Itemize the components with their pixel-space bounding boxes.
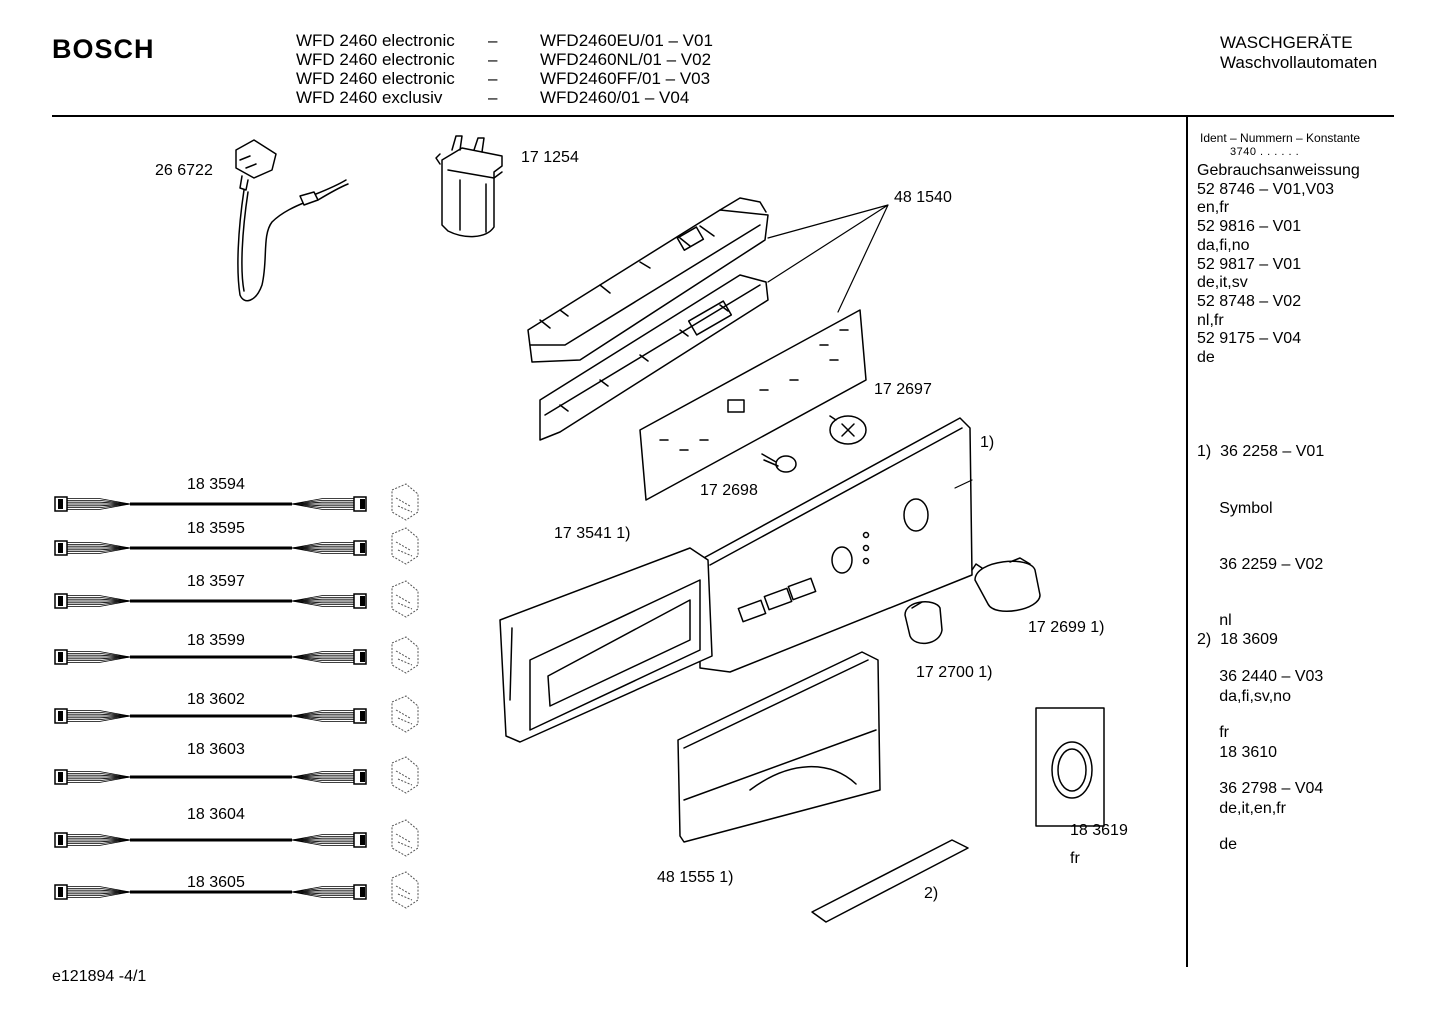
- label-strip-drawing: [811, 839, 969, 923]
- manual-line: en,fr: [1197, 199, 1230, 217]
- model-dashes: – – – –: [488, 31, 497, 107]
- brand-logo: BOSCH: [52, 34, 155, 64]
- harness-label: 18 3603: [187, 741, 245, 758]
- model-dash: –: [488, 88, 498, 107]
- note1-line: fr: [1197, 723, 1229, 741]
- note2-list: 2) 18 3609 da,fi,sv,no 18 3610 de,it,en,…: [1197, 594, 1291, 837]
- note2-line: 18 3610: [1197, 743, 1278, 761]
- drawer-handle-drawing: [677, 651, 881, 843]
- harness-label: 18 3599: [187, 632, 245, 649]
- harness-label: 18 3597: [187, 573, 245, 590]
- model-name: WFD 2460 electronic: [296, 31, 455, 50]
- harness-label: 18 3602: [187, 691, 245, 708]
- model-code: WFD2460/01 – V04: [540, 88, 690, 107]
- note2-line: de,it,en,fr: [1197, 799, 1286, 817]
- note1-list: 1) 36 2258 – V01 Symbol 36 2259 – V02 nl…: [1197, 406, 1324, 874]
- harness-cable: [54, 580, 419, 618]
- part-label-suppressor: 17 1254: [521, 149, 579, 166]
- header-divider: [52, 115, 1394, 117]
- model-code: WFD2460NL/01 – V02: [540, 50, 712, 69]
- manual-line: da,fi,no: [1197, 236, 1250, 254]
- knob-small-drawing: [829, 415, 867, 445]
- ident-title: Ident – Nummern – Konstante: [1200, 131, 1361, 145]
- page-footer: e121894 -4/1: [52, 968, 147, 985]
- part-label-panel-frame: 17 3541 1): [554, 525, 631, 542]
- suppressor-drawing: [435, 135, 503, 238]
- model-dash: –: [488, 31, 498, 50]
- model-codes: WFD2460EU/01 – V01 WFD2460NL/01 – V02 WF…: [540, 31, 713, 107]
- note1-line: nl: [1197, 611, 1232, 629]
- manual-line: 52 8746 – V01,V03: [1197, 180, 1335, 198]
- harness-label: 18 3594: [187, 476, 245, 493]
- manual-line: 52 9816 – V01: [1197, 218, 1302, 236]
- note1-line: 36 2259 – V02: [1197, 555, 1324, 573]
- knob-shaft-drawing: [761, 453, 797, 473]
- note1-line: 36 2798 – V04: [1197, 780, 1324, 798]
- control-panel-drawing: [699, 417, 973, 673]
- note2-line: da,fi,sv,no: [1197, 687, 1291, 705]
- manual-line: Gebrauchsanweissung: [1197, 162, 1360, 179]
- part-label-electronic-module: 48 1540: [894, 189, 952, 206]
- manual-line: 52 9175 – V04: [1197, 330, 1302, 348]
- category-title: WASCHGERÄTE: [1220, 33, 1353, 52]
- manual-line: 52 9817 – V01: [1197, 255, 1302, 273]
- category-subtitle: Waschvollautomaten: [1220, 53, 1378, 72]
- selector-knob-drawing: [971, 557, 1041, 612]
- part-label-panel-note: 1): [980, 434, 995, 451]
- panel-frame-drawing: [499, 547, 713, 743]
- part-label-knob-shaft: 17 2698: [700, 482, 758, 499]
- model-code: WFD2460EU/01 – V01: [540, 31, 713, 50]
- model-name: WFD 2460 electronic: [296, 69, 455, 88]
- model-dash: –: [488, 50, 498, 69]
- manual-line: de: [1197, 349, 1215, 367]
- dial-plate-drawing: [1035, 707, 1105, 827]
- harness-cable: [54, 871, 419, 909]
- part-label-dial-plate-lang: fr: [1070, 850, 1080, 867]
- ident-value: 3740 . . . . . .: [1230, 146, 1300, 158]
- harness-cable: [54, 527, 419, 565]
- harness-label: 18 3604: [187, 806, 245, 823]
- model-names: WFD 2460 electronic WFD 2460 electronic …: [296, 31, 455, 107]
- manual-line: 52 8748 – V02: [1197, 292, 1302, 310]
- note1-line: 36 2440 – V03: [1197, 667, 1324, 685]
- part-label-push-knob: 17 2700 1): [916, 664, 993, 681]
- part-label-drawer-handle: 48 1555 1): [657, 869, 734, 886]
- manual-line: de,it,sv: [1197, 274, 1248, 292]
- harness-label: 18 3605: [187, 874, 245, 891]
- note2-line: 2) 18 3609: [1197, 631, 1278, 649]
- harness-cable: [54, 483, 419, 521]
- harness-label: 18 3595: [187, 520, 245, 537]
- harness-cable: [54, 695, 419, 733]
- harness-cable: [54, 636, 419, 674]
- model-dash: –: [488, 69, 498, 88]
- part-label-selector-knob: 17 2699 1): [1028, 619, 1105, 636]
- part-label-knob-small: 17 2697: [874, 381, 932, 398]
- harness-cable: [54, 819, 419, 857]
- model-name: WFD 2460 electronic: [296, 50, 455, 69]
- part-label-power-cord: 26 6722: [155, 162, 213, 179]
- harness-cable: [54, 756, 419, 794]
- part-label-strip-note: 2): [924, 885, 939, 902]
- manual-line: nl,fr: [1197, 311, 1224, 329]
- note1-line: 1) 36 2258 – V01: [1197, 443, 1325, 461]
- electronic-module-drawing: [527, 197, 889, 501]
- category: WASCHGERÄTE Waschvollautomaten: [1220, 33, 1377, 73]
- power-cord-drawing: [235, 139, 349, 302]
- part-label-dial-plate: 18 3619: [1070, 822, 1128, 839]
- push-knob-drawing: [904, 601, 943, 645]
- model-code: WFD2460FF/01 – V03: [540, 69, 711, 88]
- sidebar-divider: [1186, 117, 1188, 967]
- model-name: WFD 2460 exclusiv: [296, 88, 443, 107]
- note1-line: de: [1197, 836, 1238, 854]
- harness-group: [54, 483, 419, 909]
- note1-line: Symbol: [1197, 499, 1273, 517]
- manual-list: Gebrauchsanweissung 52 8746 – V01,V03 en…: [1197, 162, 1360, 368]
